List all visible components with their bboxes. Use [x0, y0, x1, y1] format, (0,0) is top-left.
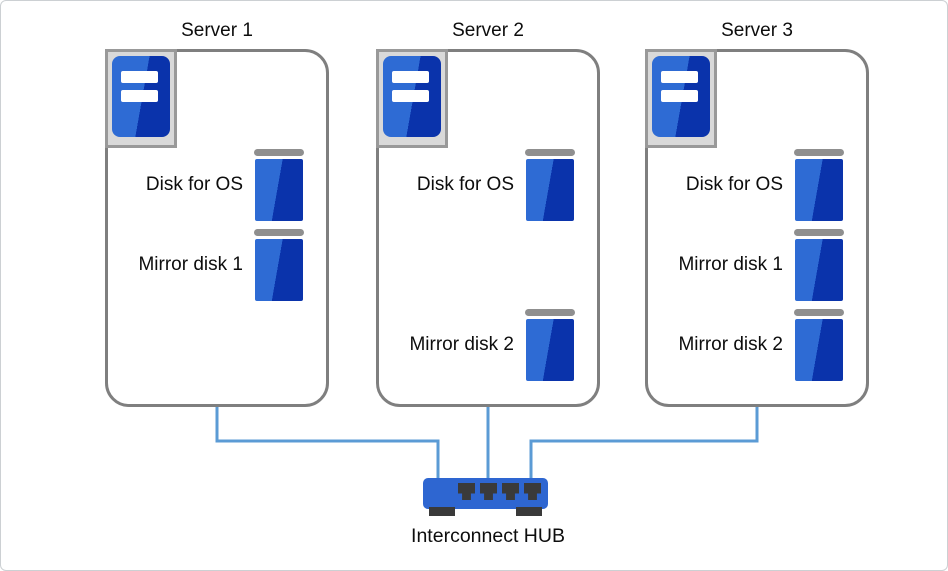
disk-cap — [254, 149, 304, 156]
disk-label: Mirror disk 2 — [409, 334, 514, 355]
server-tower-body — [112, 56, 170, 137]
server1-box: Disk for OS Mirror disk 1 — [105, 49, 329, 407]
server-drive-slot — [660, 90, 698, 102]
disk-body — [255, 159, 303, 221]
disk-label: Mirror disk 1 — [138, 254, 243, 275]
connector-server1-to-hub — [215, 406, 440, 479]
disk-row-mirror1: Mirror disk 1 — [648, 229, 844, 301]
connector-server3-to-hub — [529, 406, 759, 479]
server2-title: Server 2 — [452, 20, 524, 41]
disk-icon — [794, 309, 844, 381]
disk-body — [526, 159, 574, 221]
disk-body — [795, 319, 843, 381]
disk-cap — [525, 309, 575, 316]
disk-body — [255, 239, 303, 301]
ethernet-port-icon — [480, 483, 497, 500]
disk-icon — [794, 229, 844, 301]
disk-label: Mirror disk 1 — [678, 254, 783, 275]
disk-icon — [794, 149, 844, 221]
disk-cap — [525, 149, 575, 156]
disk-body — [526, 319, 574, 381]
ethernet-port-icon — [502, 483, 519, 500]
ethernet-port-icon — [524, 483, 541, 500]
disk-cap — [794, 309, 844, 316]
server-drive-slot — [660, 71, 698, 83]
disk-row-mirror1: Mirror disk 1 — [108, 229, 304, 301]
server-tower-icon — [105, 49, 177, 148]
disk-cap — [794, 229, 844, 236]
disk-cap — [254, 229, 304, 236]
disk-row-os: Disk for OS — [379, 149, 575, 221]
hub-label: Interconnect HUB — [411, 525, 565, 547]
server3-box: Disk for OS Mirror disk 1 Mirror disk 2 — [645, 49, 869, 407]
server-drive-slot — [391, 90, 429, 102]
disk-icon — [525, 309, 575, 381]
server-drive-slot — [120, 90, 158, 102]
disk-row-mirror2: Mirror disk 2 — [379, 309, 575, 381]
server2-box: Disk for OS Mirror disk 2 — [376, 49, 600, 407]
disk-label: Disk for OS — [685, 174, 783, 195]
disk-label: Mirror disk 2 — [678, 334, 783, 355]
server-drive-slot — [120, 71, 158, 83]
hub-foot — [516, 507, 542, 516]
server-tower-body — [383, 56, 441, 137]
disk-label: Disk for OS — [145, 174, 243, 195]
hub-foot — [429, 507, 455, 516]
server-tower-body — [652, 56, 710, 137]
server-drive-slot — [391, 71, 429, 83]
network-hub-icon — [423, 478, 548, 516]
disk-cap — [794, 149, 844, 156]
ethernet-port-icon — [458, 483, 475, 500]
server-tower-icon — [376, 49, 448, 148]
disk-icon — [254, 149, 304, 221]
disk-row-os: Disk for OS — [648, 149, 844, 221]
server3-title: Server 3 — [721, 20, 793, 41]
disk-row-os: Disk for OS — [108, 149, 304, 221]
disk-icon — [254, 229, 304, 301]
server-tower-icon — [645, 49, 717, 148]
disk-row-mirror2: Mirror disk 2 — [648, 309, 844, 381]
disk-body — [795, 239, 843, 301]
server1-title: Server 1 — [181, 20, 253, 41]
disk-icon — [525, 149, 575, 221]
disk-body — [795, 159, 843, 221]
disk-label: Disk for OS — [416, 174, 514, 195]
